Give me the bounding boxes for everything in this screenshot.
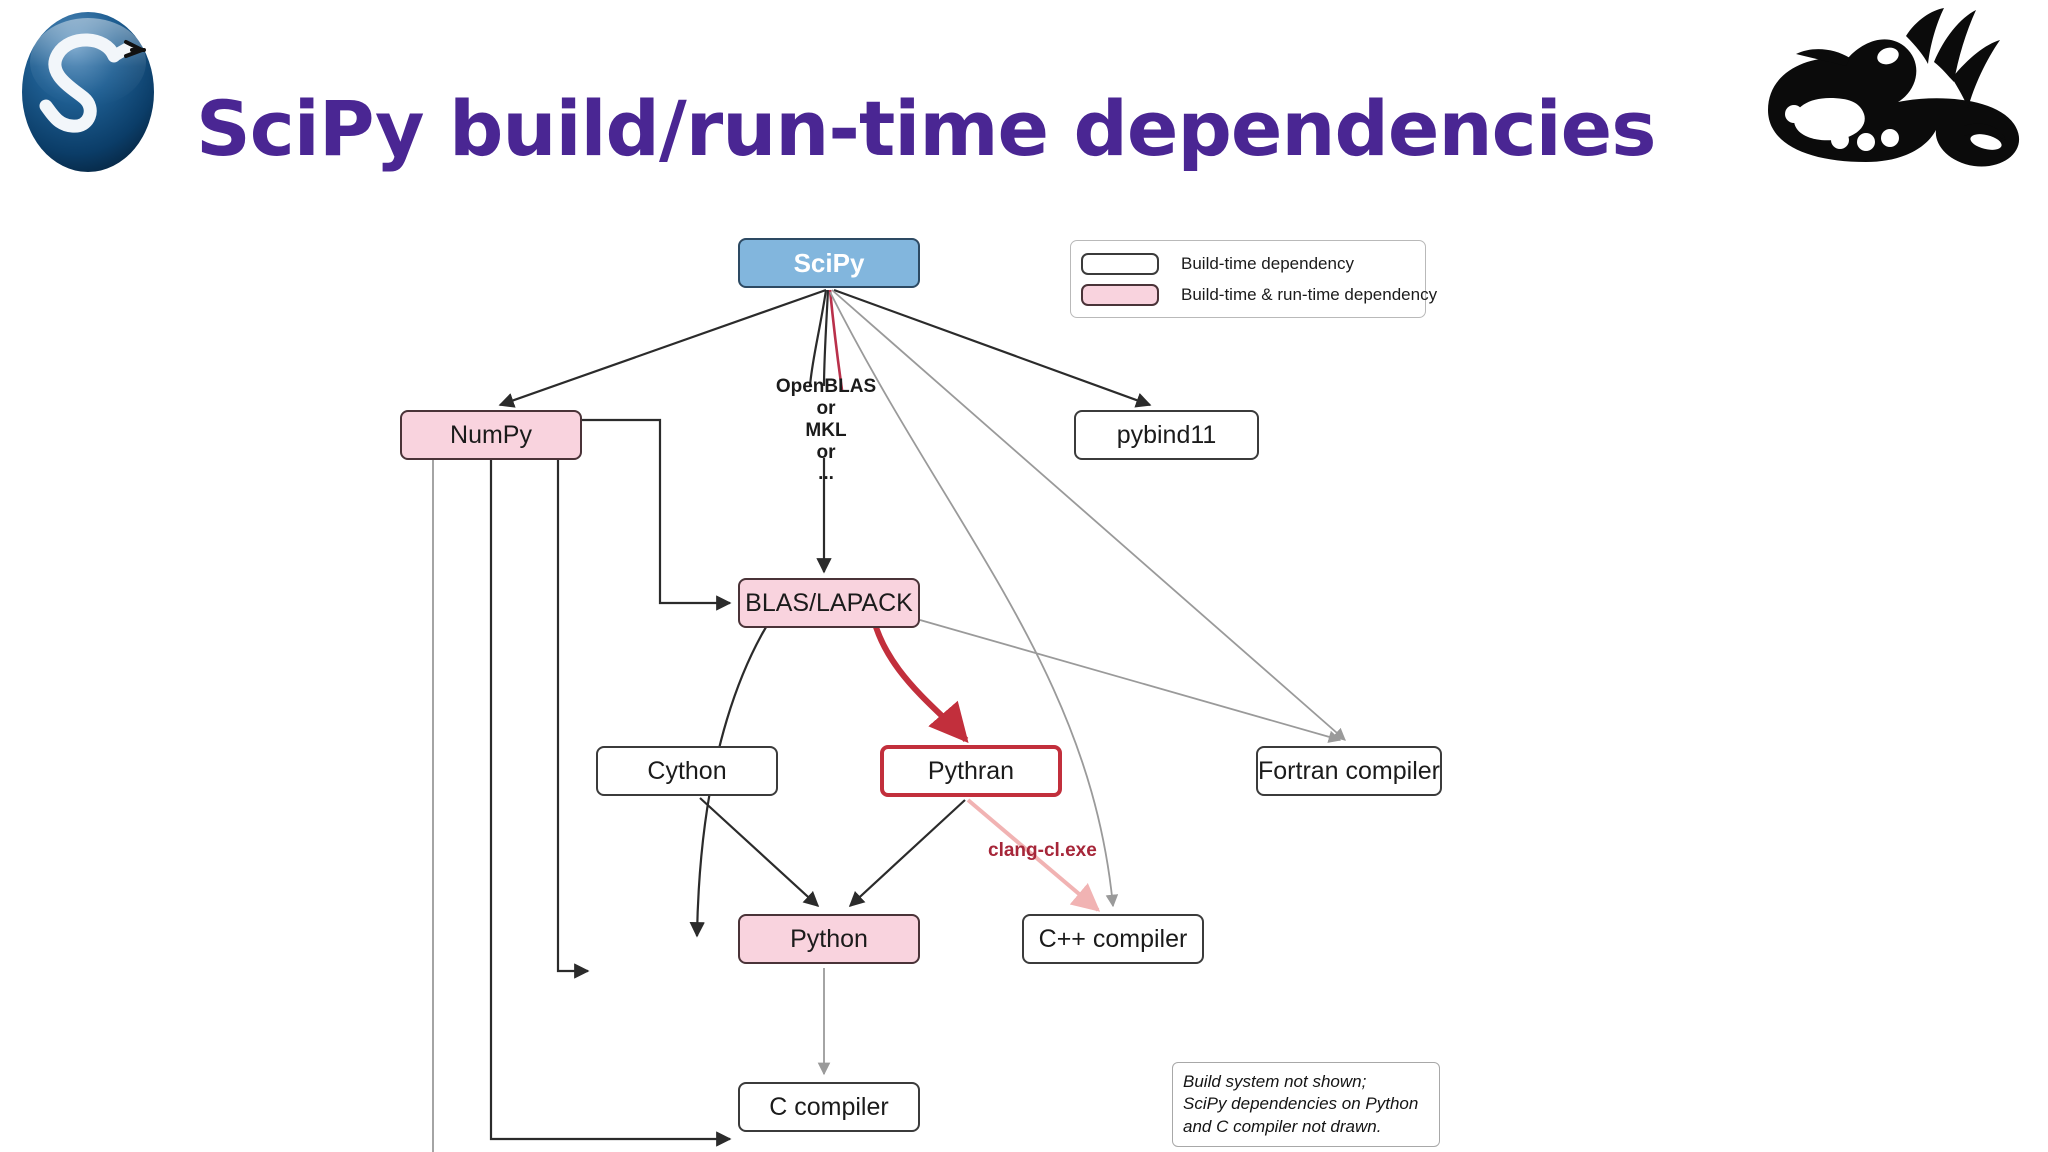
edge-pythran-cpp — [966, 798, 1101, 912]
legend: Build-time dependency Build-time & run-t… — [1070, 240, 1437, 318]
node-label: BLAS/LAPACK — [745, 588, 913, 617]
node-c-compiler[interactable]: C compiler — [738, 1082, 920, 1132]
edge-blas-fortran — [919, 619, 1342, 743]
footnote-line-1: Build system not shown; — [1183, 1072, 1367, 1091]
footnote-line-2: SciPy dependencies on Python — [1183, 1094, 1419, 1114]
node-cython[interactable]: Cython — [596, 746, 778, 796]
edge-scipy-fortran — [831, 289, 1346, 741]
edge-scipy-blas-b — [822, 289, 830, 387]
node-label: pybind11 — [1116, 420, 1217, 449]
edge-scipy-pybind11 — [833, 288, 1152, 408]
legend-row-build-time: Build-time dependency — [1081, 248, 1415, 279]
legend-label-build-time: Build-time dependency — [1181, 253, 1354, 273]
page-header: SciPy build/run-time dependencies — [0, 0, 2048, 200]
node-label: C++ compiler — [1038, 924, 1188, 953]
node-label: NumPy — [450, 420, 532, 449]
node-label: SciPy — [793, 247, 865, 278]
node-label: Fortran compiler — [1258, 756, 1440, 785]
node-scipy[interactable]: SciPy — [738, 238, 920, 288]
edge-numpy-blas — [582, 418, 732, 611]
scipy-logo — [22, 12, 154, 172]
node-python[interactable]: Python — [738, 914, 920, 964]
edge-numpy-ccomp — [432, 460, 434, 1152]
node-label: Python — [790, 924, 868, 953]
legend-swatch-build-time — [1081, 252, 1159, 275]
blas-choice-label: OpenBLAS or MKL or ... — [756, 376, 896, 485]
blas-choice-line-5: ... — [818, 463, 834, 485]
dependency-diagram: SciPy NumPy pybind11 BLAS/LAPACK Cython … — [0, 200, 2048, 1152]
page-title: SciPy build/run-time dependencies — [196, 84, 1656, 173]
node-label: C compiler — [769, 1092, 889, 1121]
node-label: Pythran — [927, 756, 1015, 785]
edge-cython-python — [699, 797, 820, 908]
edge-scipy-cpp — [829, 291, 1119, 908]
edge-scipy-numpy — [498, 288, 827, 408]
node-pythran[interactable]: Pythran — [880, 745, 1062, 797]
blas-choice-line-3: MKL — [805, 419, 847, 441]
node-label: Cython — [647, 756, 727, 785]
edge-scipy-blas-a — [808, 289, 828, 387]
node-fortran-compiler[interactable]: Fortran compiler — [1256, 746, 1442, 796]
footnote-box: Build system not shown; SciPy dependenci… — [1172, 1062, 1440, 1148]
blas-choice-line-4: or — [816, 441, 836, 463]
edge-numpy-python — [489, 460, 732, 1147]
blas-choice-line-2: or — [816, 397, 836, 419]
pythran-logo — [1768, 8, 2020, 167]
clang-cl-label: clang-cl.exe — [988, 840, 1097, 861]
node-blas-lapack[interactable]: BLAS/LAPACK — [738, 578, 920, 628]
footnote-line-3: and C compiler not drawn. — [1183, 1116, 1382, 1136]
node-numpy[interactable]: NumPy — [400, 410, 582, 460]
blas-choice-line-1: OpenBLAS — [775, 376, 877, 397]
legend-label-build-and-run-time: Build-time & run-time dependency — [1181, 284, 1438, 304]
edge-pythran-python — [848, 799, 966, 908]
legend-row-build-and-run-time: Build-time & run-time dependency — [1081, 279, 1437, 310]
diagram-edges — [432, 288, 1346, 1152]
node-cpp-compiler[interactable]: C++ compiler — [1022, 914, 1204, 964]
legend-swatch-build-and-run-time — [1081, 283, 1159, 306]
edge-scipy-pythran-stub — [828, 289, 844, 391]
node-pybind11[interactable]: pybind11 — [1074, 410, 1259, 460]
edge-numpy-cython — [556, 460, 590, 979]
